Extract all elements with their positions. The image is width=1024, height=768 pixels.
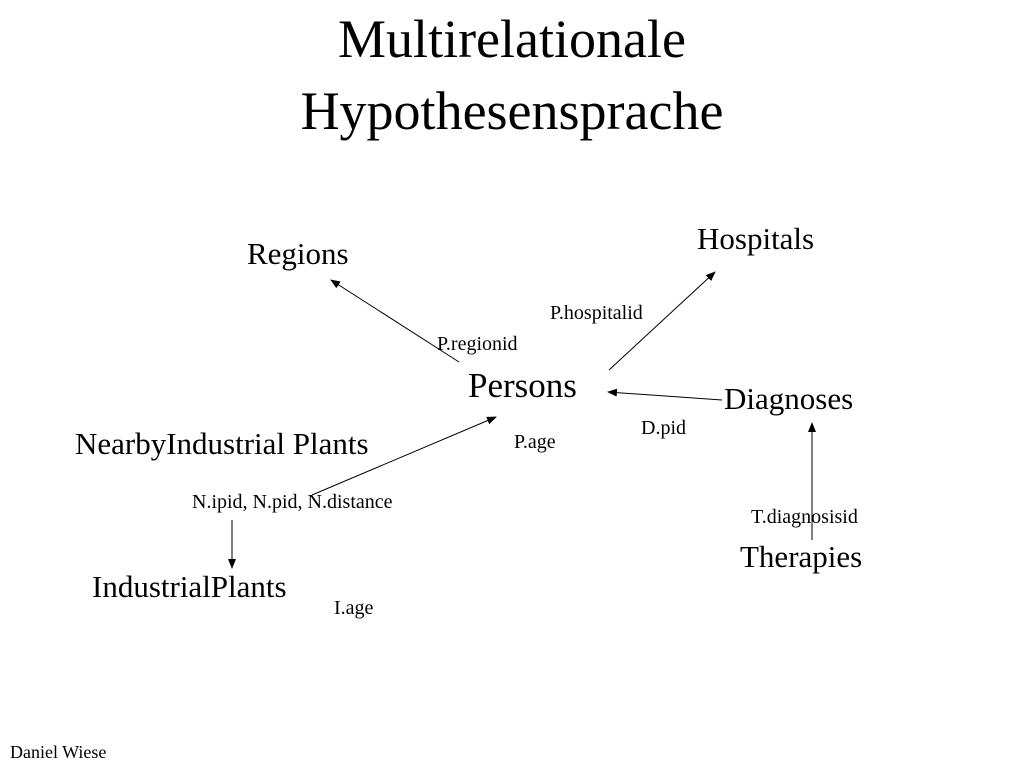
node-hospitals: Hospitals bbox=[697, 221, 815, 256]
attr-i-age: I.age bbox=[334, 597, 374, 619]
node-persons: Persons bbox=[468, 366, 577, 405]
attr-p-regionid: P.regionid bbox=[437, 333, 518, 355]
slide-title-line-2: Hypothesensprache bbox=[300, 81, 724, 141]
node-nearby-industrial-plants: NearbyIndustrial Plants bbox=[75, 426, 369, 461]
node-therapies: Therapies bbox=[740, 539, 863, 574]
attr-d-pid: D.pid bbox=[641, 417, 686, 439]
edge-diagnoses-to-persons bbox=[607, 388, 723, 401]
slide-title-line-1: Multirelationale bbox=[338, 9, 686, 69]
node-regions: Regions bbox=[247, 236, 349, 271]
attr-p-hospitalid: P.hospitalid bbox=[550, 302, 643, 324]
node-diagnoses: Diagnoses bbox=[724, 381, 854, 416]
attr-p-age: P.age bbox=[514, 431, 556, 453]
edge-persons-to-hospitals bbox=[608, 271, 716, 371]
attr-n-keys: N.ipid, N.pid, N.distance bbox=[192, 491, 393, 513]
attr-t-diagnosisid: T.diagnosisid bbox=[751, 506, 858, 528]
edge-persons-to-regions bbox=[330, 279, 460, 363]
node-industrial-plants: IndustrialPlants bbox=[92, 569, 287, 604]
edge-nearby-plants-to-persons bbox=[311, 416, 497, 496]
footer-author: Daniel Wiese bbox=[10, 742, 107, 762]
